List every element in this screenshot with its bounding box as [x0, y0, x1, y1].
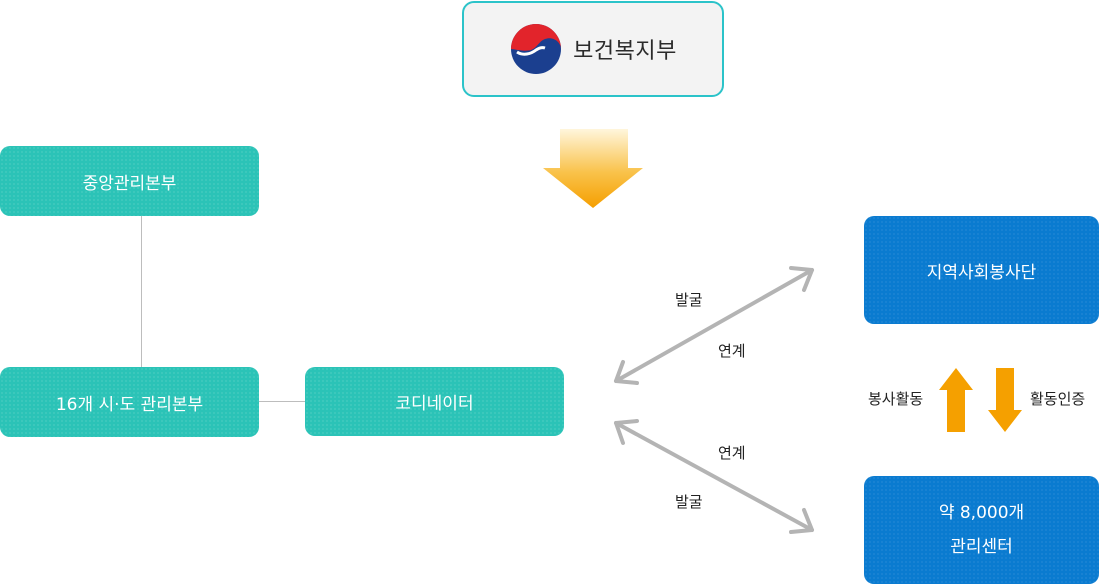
bottom-link-label: 연계 [718, 444, 746, 462]
top-discover-label: 발굴 [675, 291, 703, 309]
management-centers-label: 관리센터 [950, 537, 1013, 557]
regional-to-coordinator-connector [259, 401, 305, 402]
coordinator-box: 코디네이터 [305, 367, 564, 436]
central-hq-label: 중앙관리본부 [82, 173, 177, 194]
ministry-down-arrow [543, 129, 643, 208]
activity-certification-label: 활동인증 [1030, 390, 1086, 408]
management-centers-count: 약 8,000개 [938, 503, 1025, 523]
regional-hq-box: 16개 시·도 관리본부 [0, 367, 259, 437]
management-centers-box: 약 8,000개 관리센터 [864, 476, 1099, 584]
up-arrow-icon [939, 368, 973, 432]
regional-hq-label: 16개 시·도 관리본부 [55, 394, 204, 415]
volunteer-corps-box: 지역사회봉사단 [864, 216, 1099, 324]
central-hq-box: 중앙관리본부 [0, 146, 259, 216]
central-to-regional-connector [141, 216, 142, 367]
top-double-arrow [614, 266, 814, 385]
government-emblem-icon [511, 24, 562, 74]
bottom-double-arrow [614, 419, 814, 534]
service-activity-label: 봉사활동 [868, 390, 924, 408]
down-arrow-icon [988, 368, 1022, 432]
volunteer-corps-label: 지역사회봉사단 [926, 262, 1037, 283]
coordinator-label: 코디네이터 [395, 394, 474, 414]
top-link-label: 연계 [718, 342, 746, 360]
bottom-discover-label: 발굴 [675, 493, 703, 511]
ministry-name: 보건복지부 [573, 39, 677, 64]
ministry-box: 보건복지부 [462, 1, 724, 97]
